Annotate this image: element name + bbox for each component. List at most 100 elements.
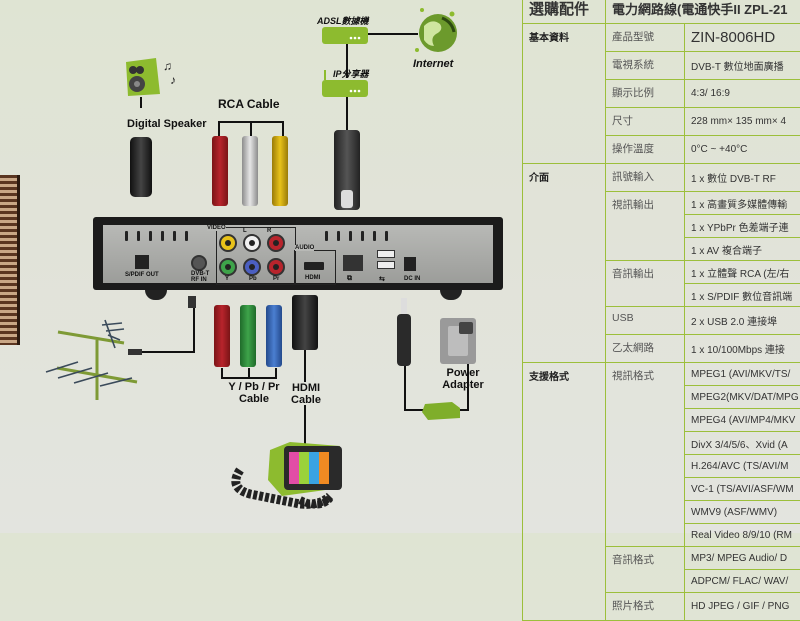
audio-r-jack [267, 234, 285, 252]
spec-header-row: 選購配件電力網路線(電通快手II ZPL-21 [523, 0, 800, 24]
svg-text:♪: ♪ [170, 73, 176, 87]
rca-plug-white [242, 136, 258, 206]
spec-item-value: 1 x AV 複合端子 [685, 238, 800, 261]
spec-item-name: 照片格式 [606, 593, 685, 621]
ypbpr-plug-blue [266, 305, 282, 367]
adsl-modem-icon [322, 27, 368, 44]
spec-item-value: 1 x 立體聲 RCA (左/右 [685, 261, 800, 284]
l-label: L [243, 228, 247, 234]
ypbpr-plug-green [240, 305, 256, 367]
spec-category: 支援格式 [523, 363, 606, 621]
ip-sharer-label: IP分享器 [333, 68, 369, 80]
speaker-icon: ♫ ♪ [126, 58, 176, 96]
spec-item-name: 音訊格式 [606, 547, 685, 593]
pb-label: Pb [249, 276, 257, 282]
usb-icon: ⇆ [379, 275, 385, 283]
spec-item-value: 1 x 10/100Mbps 連接 [685, 335, 800, 363]
internet-globe-icon [415, 8, 457, 52]
spec-item-name: 顯示比例 [606, 80, 685, 108]
spec-item-name: 電視系統 [606, 52, 685, 80]
internet-label: Internet [413, 58, 453, 70]
dvbt-port [191, 255, 207, 271]
spec-item-value: 1 x 高畫質多媒體傳輸 [685, 192, 800, 215]
spec-item-value: 228 mm× 135 mm× 4 [685, 108, 800, 136]
spec-item-value: HD JPEG / GIF / PNG [685, 593, 800, 621]
dc-in-label: DC IN [404, 276, 420, 282]
spec-item-name: 視訊輸出 [606, 192, 685, 261]
spec-header-category: 選購配件 [523, 0, 606, 24]
hdmi-cable-label: HDMI Cable [288, 382, 324, 406]
spec-item-value: MPEG4 (AVI/MP4/MKV [685, 409, 800, 432]
pr-label: Pr [273, 276, 279, 282]
power-adapter-label: Power Adapter [440, 367, 486, 391]
rca-plug-yellow [272, 136, 288, 206]
ypbpr-cable-label: Y / Pb / Pr Cable [224, 381, 284, 405]
hdmi-label: HDMI [305, 275, 320, 281]
spdif-port [135, 255, 149, 269]
spec-item-value: 2 x USB 2.0 連接埠 [685, 307, 800, 335]
spec-item-value: VC-1 (TS/AVI/ASF/WM [685, 478, 800, 501]
spec-item-value: 1 x 數位 DVB-T RF [685, 164, 800, 192]
spec-item-name: 乙太網路 [606, 335, 685, 363]
lan-plug-tip [341, 190, 353, 208]
svg-text:♫: ♫ [163, 59, 172, 73]
spec-item-value: ADPCM/ FLAC/ WAV/ [685, 570, 800, 593]
spec-item-value: ZIN-8006HD [685, 24, 800, 52]
optical-plug [130, 137, 152, 197]
spec-item-name: USB [606, 307, 685, 335]
spec-item-name: 操作溫度 [606, 136, 685, 164]
rca-plug-red [212, 136, 228, 206]
ethernet-port [343, 255, 363, 271]
audio-label: AUDIO [295, 245, 314, 251]
r-label: R [267, 228, 271, 234]
rf-connector-icon [188, 296, 196, 308]
spec-category: 基本資料 [523, 24, 606, 164]
y-label: Y [225, 276, 229, 282]
spec-item-value: MPEG1 (AVI/MKV/TS/ [685, 363, 800, 386]
spec-item-value: MP3/ MPEG Audio/ D [685, 547, 800, 570]
spec-item-value: MPEG2(MKV/DAT/MPG [685, 386, 800, 409]
usb-port-2 [377, 261, 395, 269]
audio-l-jack [243, 234, 261, 252]
dc-plug-icon [397, 298, 411, 366]
ypbpr-bracket [222, 368, 276, 378]
spec-item-value: 0°C ~ +40°C [685, 136, 800, 164]
antenna-cable [140, 305, 194, 352]
spec-item-value: Real Video 8/9/10 (RM [685, 524, 800, 547]
antenna-icon [57, 332, 137, 400]
digital-speaker-label: Digital Speaker [127, 118, 206, 130]
rca-cable-label: RCA Cable [218, 98, 280, 110]
spec-item-value: 1 x YPbPr 色差端子連 [685, 215, 800, 238]
spec-header-value: 電力網路線(電通快手II ZPL-21 [606, 0, 800, 24]
spdif-label: S/PDIF OUT [125, 272, 159, 278]
spec-item-name: 訊號輸入 [606, 164, 685, 192]
adsl-modem-label: ADSL數據機 [317, 15, 369, 27]
hdmi-port [304, 262, 324, 270]
usb-port-1 [377, 250, 395, 258]
hdmi-plug [292, 295, 318, 350]
pr-jack [267, 258, 285, 276]
spec-item-value: H.264/AVC (TS/AVI/M [685, 455, 800, 478]
spec-item-value: WMV9 (ASF/WMV) [685, 501, 800, 524]
dc-in-port [404, 257, 416, 271]
y-jack [219, 258, 237, 276]
power-outlet-icon [440, 318, 476, 364]
video-label: VIDEO [207, 225, 226, 231]
tv-icon [236, 442, 342, 505]
network-icon: ⧉ [347, 275, 352, 283]
pb-jack [243, 258, 261, 276]
spec-item-name: 音訊輸出 [606, 261, 685, 307]
spec-item-value: 1 x S/PDIF 數位音訊端 [685, 284, 800, 307]
spec-item-value: DVB-T 數位地面廣播 [685, 52, 800, 80]
spec-item-value: 4:3/ 16:9 [685, 80, 800, 108]
power-adapter-icon [422, 402, 460, 420]
spec-item-name: 產品型號 [606, 24, 685, 52]
ypbpr-plug-red [214, 305, 230, 367]
spec-item-name: 視訊格式 [606, 363, 685, 547]
spec-category: 介面 [523, 164, 606, 363]
video-jack [219, 234, 237, 252]
